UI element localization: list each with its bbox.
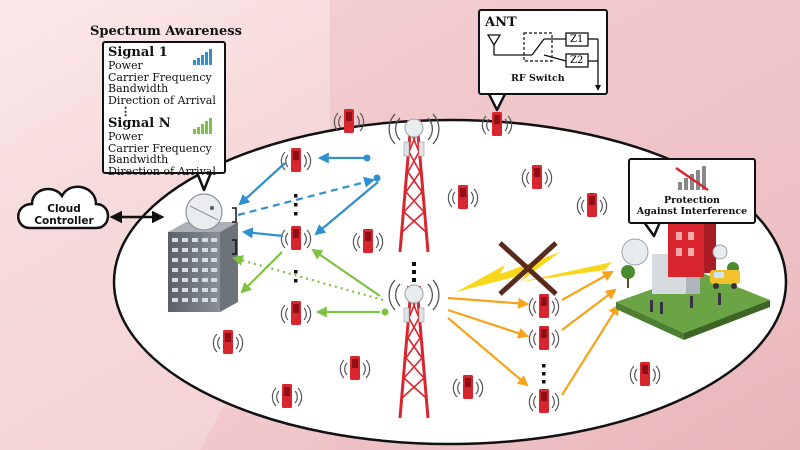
protection-label: Protection Against Interference bbox=[630, 195, 754, 217]
no-signal-icon bbox=[675, 166, 709, 192]
orange-links bbox=[447, 270, 620, 396]
cloud-controller-line2: Controller bbox=[34, 215, 94, 227]
signal-n-name: Signal N bbox=[108, 116, 171, 131]
green-links bbox=[231, 248, 389, 318]
blue-links bbox=[237, 152, 381, 239]
signal-1-field-carrier-frequency: Carrier Frequency bbox=[108, 70, 212, 84]
signal-n-block: Signal N Power Carrier Frequency Bandwid… bbox=[108, 117, 224, 177]
signal-n-field-direction-of-arrival: Direction of Arrival bbox=[108, 164, 216, 178]
ground-station-building bbox=[168, 193, 238, 312]
signal-n-field-bandwidth: Bandwidth bbox=[108, 153, 169, 166]
protection-line1: Protection bbox=[664, 195, 720, 206]
protection-line2: Against Interference bbox=[636, 206, 748, 217]
coverage-ellipse bbox=[112, 118, 788, 446]
rf-switch-callout: ANT Z1 Z2 RF Switch bbox=[478, 9, 608, 95]
signal-strength-green-icon bbox=[193, 118, 212, 134]
ant-label: ANT bbox=[485, 15, 517, 30]
cloud-controller-label: Cloud Controller bbox=[22, 203, 106, 227]
signal-1-name: Signal 1 bbox=[108, 45, 168, 60]
protection-callout: Protection Against Interference bbox=[628, 158, 756, 224]
z2-label: Z2 bbox=[570, 55, 584, 66]
cloud-controller-line1: Cloud bbox=[47, 203, 81, 215]
signal-strength-blue-icon bbox=[193, 49, 212, 65]
rf-switch-label: RF Switch bbox=[511, 73, 565, 84]
interference-blocked bbox=[456, 241, 612, 296]
device-ellipsis-dots bbox=[294, 194, 546, 384]
cloud-shape bbox=[17, 185, 110, 230]
signal-n-field-power: Power bbox=[108, 130, 143, 143]
signal-1-block: Signal 1 Power Carrier Frequency Bandwid… bbox=[108, 46, 224, 106]
rf-switch-schematic bbox=[486, 32, 601, 91]
tower-ellipsis-dots bbox=[412, 262, 416, 282]
signal-ellipsis: ⋮ bbox=[120, 105, 131, 118]
signal-1-field-bandwidth: Bandwidth bbox=[108, 82, 169, 95]
signal-1-field-power: Power bbox=[108, 59, 143, 72]
z1-label: Z1 bbox=[570, 34, 584, 45]
signal-n-field-carrier-frequency: Carrier Frequency bbox=[108, 141, 212, 155]
signal-1-field-direction-of-arrival: Direction of Arrival bbox=[108, 93, 216, 107]
protected-facility bbox=[616, 214, 770, 340]
spectrum-awareness-callout: Signal 1 Power Carrier Frequency Bandwid… bbox=[102, 41, 226, 177]
spectrum-awareness-title: Spectrum Awareness bbox=[90, 24, 242, 39]
